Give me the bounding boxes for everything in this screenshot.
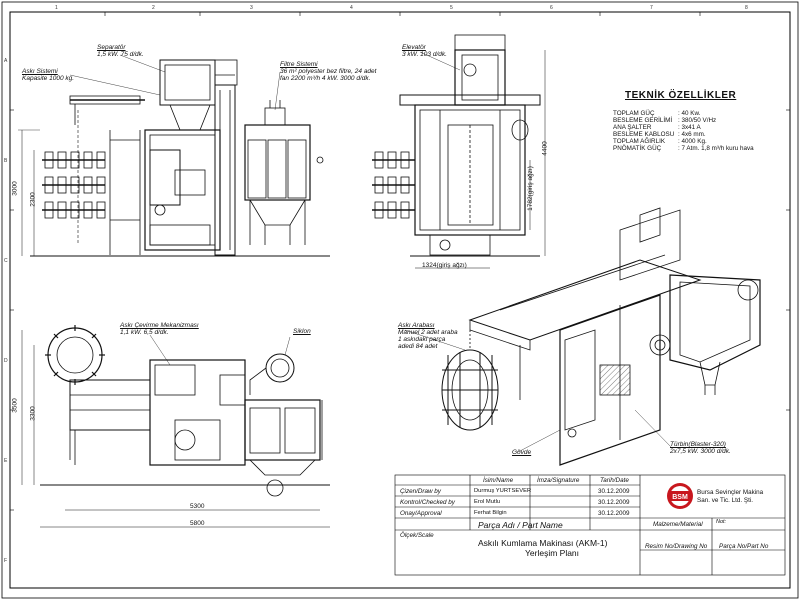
front-view bbox=[18, 59, 330, 257]
turbine-title: Türbin(Blaster-320) bbox=[670, 441, 726, 448]
hanger-system-spec: Kapasite 1000 kg. bbox=[22, 75, 75, 82]
filter-system-title: Filtre Sistemi bbox=[280, 61, 318, 68]
separator-spec: 1,5 kW. 75 d/dk. bbox=[97, 51, 144, 58]
isometric-view bbox=[441, 207, 761, 466]
dim-entry-h: 1782(giriş ağzı) bbox=[526, 166, 534, 211]
body-label: Gövde bbox=[512, 449, 531, 456]
grid-side-f: F bbox=[4, 558, 7, 564]
tb-name-checked: Erol Mutlu bbox=[474, 499, 501, 505]
spec-value: : 40 Kw. bbox=[678, 110, 701, 117]
spec-key: BESLEME KABLOSU bbox=[613, 131, 675, 138]
trolley-spec3: adedi 84 adet bbox=[398, 343, 438, 350]
tb-company-2: San. ve Tic. Ltd. Şti. bbox=[697, 497, 753, 504]
grid-top-8: 8 bbox=[745, 5, 748, 11]
grid-top-2: 2 bbox=[152, 5, 155, 11]
spec-value: : 7 Atm. 1,8 m³/h kuru hava bbox=[678, 145, 754, 152]
tb-company-1: Bursa Sevinçler Makina bbox=[697, 489, 764, 496]
spec-key: TOPLAM GÜÇ bbox=[613, 110, 655, 117]
spec-value: : 4x6 mm. bbox=[678, 131, 706, 138]
title-block bbox=[394, 474, 786, 576]
spec-key: BESLEME GERİLİMİ bbox=[613, 117, 673, 124]
spec-value: : 4000 Kg. bbox=[678, 138, 707, 145]
tb-role-draw: Çizen/Draw by bbox=[400, 488, 441, 495]
dim-plan-h2: 3300 bbox=[29, 406, 37, 421]
grid-top-1: 1 bbox=[55, 5, 58, 11]
tb-scale: Ölçek/Scale bbox=[400, 532, 434, 539]
tb-title-2: Yerleşim Planı bbox=[525, 548, 580, 558]
elevator-label: Elevatör 3 kW. 103 d/dk. bbox=[402, 44, 447, 58]
tb-part-name: Parça Adı / Part Name bbox=[478, 520, 563, 530]
dim-front-h1: 3000 bbox=[11, 181, 19, 196]
grid-side-a: A bbox=[4, 58, 8, 64]
tb-date-approval: 30.12.2009 bbox=[598, 510, 630, 517]
turbine-spec: 2x7,5 kW. 3000 d/dk. bbox=[670, 448, 731, 455]
trolley-label: Askı Arabası Manuel 2 adet araba 1 askıd… bbox=[398, 322, 458, 350]
grid-side-e: E bbox=[4, 458, 8, 464]
dim-plan-h1: 3500 bbox=[11, 398, 19, 413]
separator-title: Separatör bbox=[97, 44, 126, 51]
specs-title: TEKNİK ÖZELLİKLER bbox=[625, 90, 737, 101]
dim-front-h2: 2300 bbox=[29, 192, 37, 207]
spec-value: : 380/50 V/Hz bbox=[678, 117, 717, 124]
tb-drawing-no: Resim No/Drawing No bbox=[645, 543, 708, 550]
body-title: Gövde bbox=[512, 449, 532, 456]
tb-header-name: İsim/Name bbox=[483, 477, 514, 484]
rotation-title: Askı Çevirme Mekanizması bbox=[120, 322, 199, 329]
tb-material: Malzeme/Material bbox=[653, 521, 703, 528]
border-grid-ticks bbox=[10, 12, 790, 511]
hanger-system-title: Askı Sistemi bbox=[22, 68, 58, 75]
trolley-title: Askı Arabası bbox=[398, 322, 435, 329]
grid-top-7: 7 bbox=[650, 5, 653, 11]
spec-key: PNÖMATİK GÜÇ bbox=[613, 145, 662, 152]
grid-side-d: D bbox=[4, 358, 8, 364]
filter-system-spec2: fan 2200 m³/h 4 kW. 3000 d/dk. bbox=[280, 75, 371, 82]
cyclone-label: Siklon bbox=[293, 328, 311, 335]
tb-role-checked: Kontrol/Checked by bbox=[400, 499, 455, 506]
filter-system-spec1: 36 m² polyester bez filtre, 24 adet bbox=[280, 68, 377, 75]
grid-labels: 1 2 3 4 5 6 7 8 A B C D E F bbox=[4, 5, 748, 564]
tb-role-approval: Onay/Approval bbox=[400, 510, 442, 517]
hanger-system-label: Askı Sistemi Kapasite 1000 kg. bbox=[22, 68, 74, 82]
grid-top-4: 4 bbox=[350, 5, 353, 11]
elevator-title: Elevatör bbox=[402, 44, 426, 51]
cyclone-title: Siklon bbox=[293, 328, 311, 335]
tb-part-no: Parça No/Part No bbox=[719, 543, 769, 550]
side-view bbox=[372, 34, 546, 269]
spec-value: : 3x41 A bbox=[678, 124, 701, 131]
dim-plan-w1: 5300 bbox=[190, 503, 205, 510]
elevator-spec: 3 kW. 103 d/dk. bbox=[402, 51, 447, 58]
logo-text: BSM bbox=[672, 494, 688, 501]
dim-entry-w: 1324(giriş ağzı) bbox=[422, 262, 467, 269]
turbine-label: Türbin(Blaster-320) 2x7,5 kW. 3000 d/dk. bbox=[670, 441, 731, 455]
rotation-label: Askı Çevirme Mekanizması 1,1 kW. 6,5 d/d… bbox=[120, 322, 199, 336]
tb-name-approval: Ferhat Bilgin bbox=[474, 510, 507, 516]
tb-header-date: Tarih/Date bbox=[600, 477, 629, 484]
tb-header-signature: İmza/Signature bbox=[537, 477, 580, 484]
grid-side-c: C bbox=[4, 258, 8, 264]
rotation-spec: 1,1 kW. 6,5 d/dk. bbox=[120, 329, 169, 336]
spec-key: TOPLAM AĞIRLIK bbox=[613, 138, 666, 145]
trolley-spec2: 1 askıdaki parça bbox=[398, 336, 446, 343]
trolley-spec1: Manuel 2 adet araba bbox=[398, 329, 458, 336]
tb-date-draw: 30.12.2009 bbox=[598, 488, 630, 495]
spec-key: ANA ŞALTER bbox=[613, 124, 652, 131]
leader-lines bbox=[69, 51, 673, 453]
tb-date-checked: 30.12.2009 bbox=[598, 499, 630, 506]
grid-side-b: B bbox=[4, 158, 8, 164]
grid-top-5: 5 bbox=[450, 5, 453, 11]
grid-top-3: 3 bbox=[250, 5, 253, 11]
plan-view bbox=[21, 325, 330, 528]
company-logo: BSM bbox=[667, 483, 693, 509]
grid-top-6: 6 bbox=[550, 5, 553, 11]
dim-side-h: 4400 bbox=[541, 141, 549, 156]
tb-title-1: Askılı Kumlama Makinası (AKM-1) bbox=[478, 538, 608, 548]
tb-name-draw: Durmuş YURTSEVER bbox=[474, 488, 532, 494]
separator-label: Separatör 1,5 kW. 75 d/dk. bbox=[97, 44, 144, 58]
dim-plan-w2: 5800 bbox=[190, 520, 205, 527]
tb-note: Not: bbox=[716, 519, 727, 525]
filter-system-label: Filtre Sistemi 36 m² polyester bez filtr… bbox=[280, 61, 376, 82]
